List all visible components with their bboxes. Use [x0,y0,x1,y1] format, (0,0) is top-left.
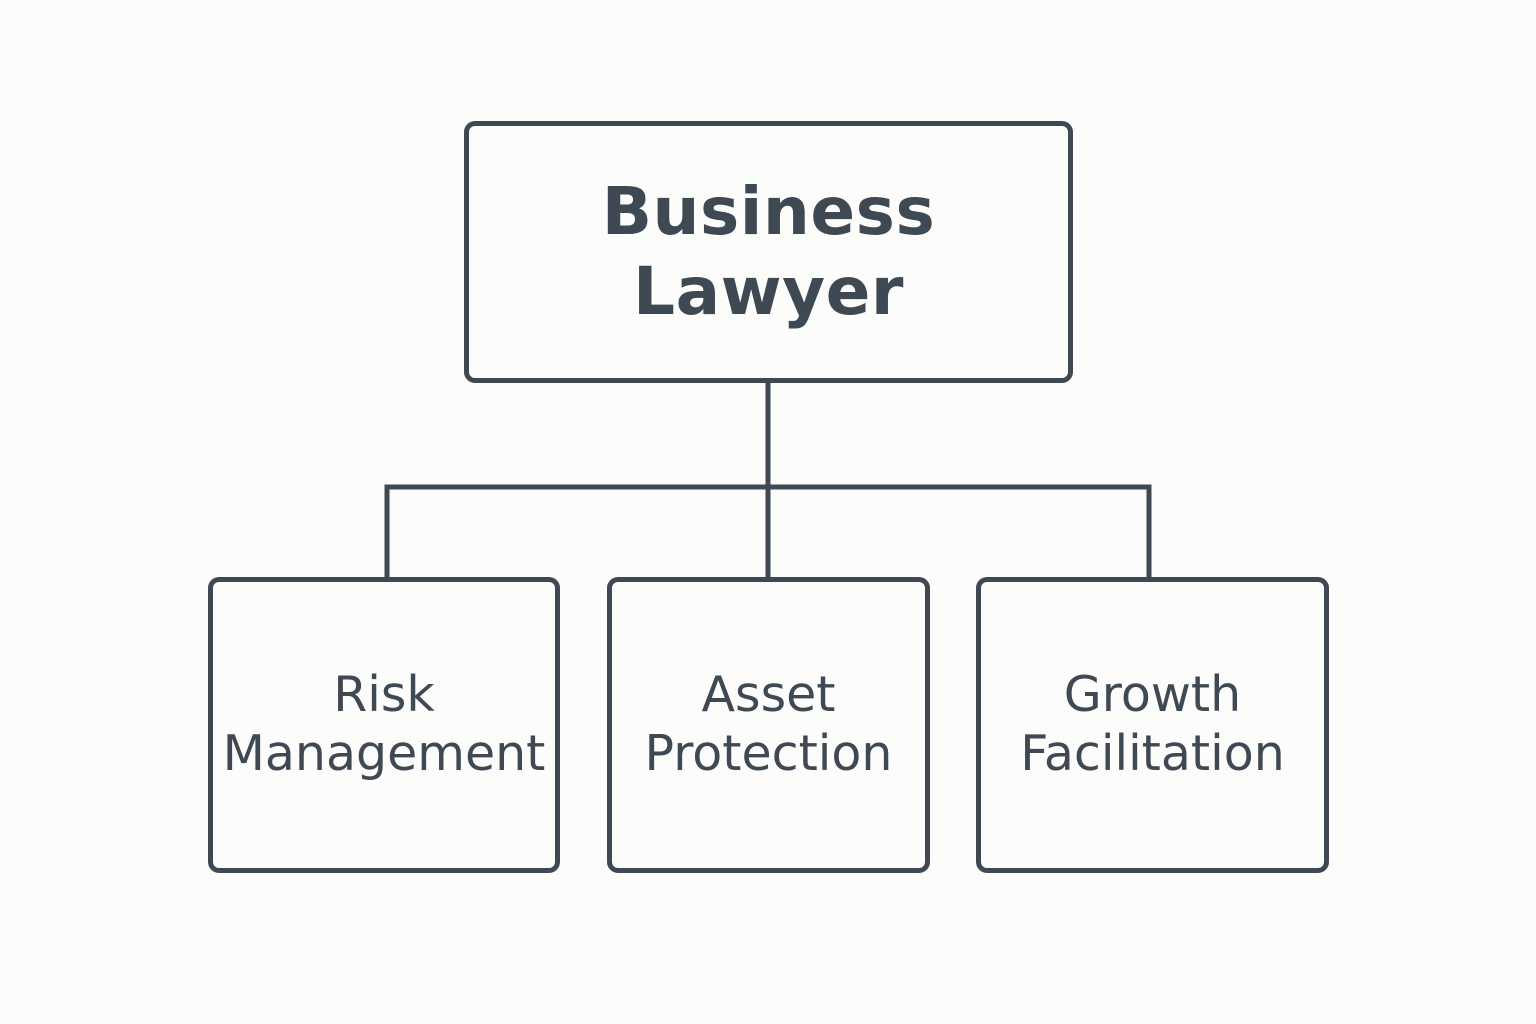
child-node-growth-facilitation: Growth Facilitation [976,577,1329,873]
root-node-business-lawyer: Business Lawyer [464,121,1073,383]
root-node-line-2: Lawyer [633,253,904,330]
child-node-line-1: Risk [333,666,435,723]
child-node-risk-management: Risk Management [208,577,560,873]
child-node-line-1: Growth [1063,666,1242,723]
child-node-line-1: Asset [701,666,836,723]
child-node-asset-protection: Asset Protection [607,577,930,873]
child-node-line-2: Facilitation [1020,725,1285,782]
child-node-line-2: Protection [644,725,893,782]
root-node-line-1: Business [601,173,936,250]
child-node-line-2: Management [222,725,546,782]
